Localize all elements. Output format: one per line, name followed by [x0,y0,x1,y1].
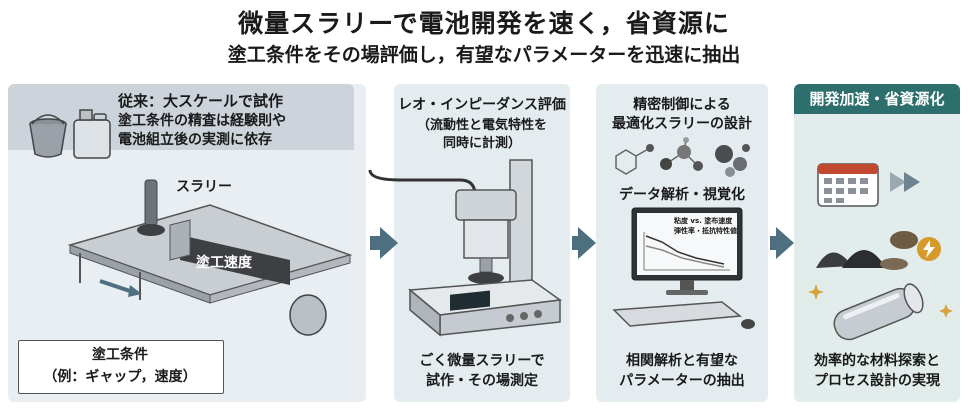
rheo-heading: レオ・インピーダンス評価 [398,97,566,113]
monitor-chart-title2: 弾性率・抵抗特性値 [674,227,737,235]
slurry-label: スラリー [176,179,232,195]
bucket-icon [29,114,67,158]
flow-arrow-3-bar [770,236,778,250]
main-subtitle: 塗工条件をその場評価し，有望なパラメーターを迅速に抽出 [227,44,741,66]
flow-arrow-1-bar [370,236,380,250]
acceleration-bottom2: プロセス設計の実現 [814,373,940,389]
fast-forward-icon [890,172,920,192]
powder-pile-icon [816,231,918,270]
monitor-chart-title1: 粘度 vs. 塗布速度 [674,217,733,225]
conventional-line2: 電池組立後の実測に依存 [118,132,272,148]
coating-conditions-box [18,340,224,394]
rheometer-icon [368,159,562,337]
optimization-bottom1: 相関解析と有望な [626,353,738,369]
rheo-bottom1: ごく微量スラリーで [419,353,545,369]
flow-arrow-2-bar [572,236,580,250]
coating-conditions-example: （例：ギャップ，速度） [43,369,197,385]
coating-conditions-title: 塗工条件 [92,347,148,363]
sparkle-icon [808,284,953,318]
optimization-heading2: 最適化スラリーの設計 [612,116,752,132]
jerrycan-icon [73,109,111,159]
molecule-icon [615,137,750,177]
acceleration-bottom1: 効率的な材料探索と [814,353,940,369]
lightning-icon [917,237,941,261]
conventional-line1: 塗工条件の精査は経験則や [118,113,286,129]
coater-machine-icon [67,179,353,336]
flow-arrow-3 [776,227,794,259]
coating-speed-label: 塗工速度 [196,255,252,271]
acceleration-header: 開発加速・省資源化 [794,84,960,114]
conventional-heading-box [8,84,354,150]
main-title: 微量スラリーで電池開発を速く，省資源に [238,9,730,38]
flow-arrow-2 [578,227,596,259]
rheo-sub1: （流動性と電気特性を [416,118,547,133]
flow-arrow-1 [380,227,398,259]
conventional-heading: 従来：大スケールで試作 [118,92,284,110]
calendar-icon [817,163,879,207]
battery-cell-icon [833,283,924,341]
rheo-sub2: 同時に計測） [442,136,521,151]
rheo-bottom2: 試作・その場測定 [426,373,538,389]
computer-monitor-icon [612,207,755,329]
data-analysis-label: データ解析・視覚化 [619,187,745,203]
optimization-heading1: 精密制御による [633,97,731,113]
optimization-bottom2: パラメーターの抽出 [619,373,745,389]
